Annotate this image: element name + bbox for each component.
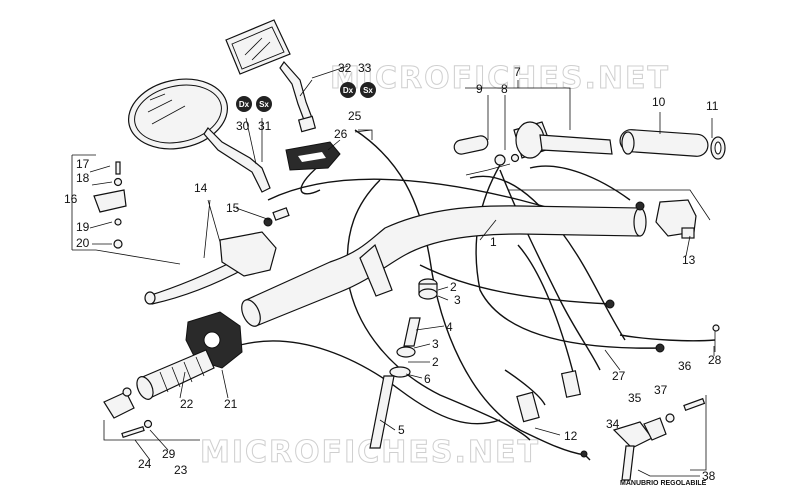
right-switch-housing xyxy=(635,199,697,239)
callout-27: 27 xyxy=(612,369,626,383)
left-grip xyxy=(136,349,215,400)
callout-14: 14 xyxy=(194,181,208,195)
callout-23: 23 xyxy=(174,463,188,477)
callout-4: 4 xyxy=(446,320,453,334)
callout-29: 29 xyxy=(162,447,176,461)
callout-3b: 3 xyxy=(432,337,439,351)
callout-25: 25 xyxy=(348,109,362,123)
callout-2b: 2 xyxy=(432,355,439,369)
callout-2a: 2 xyxy=(450,280,457,294)
callout-19: 19 xyxy=(76,220,90,234)
callout-15: 15 xyxy=(226,201,240,215)
callout-16: 16 xyxy=(64,192,78,206)
callout-26: 26 xyxy=(334,127,348,141)
callout-22: 22 xyxy=(180,397,194,411)
callout-12: 12 xyxy=(564,429,578,443)
side-badges: Dx Sx Dx Sx xyxy=(236,82,376,112)
adjuster-kit xyxy=(612,324,720,481)
watermark-bottom: MICROFICHES.NET xyxy=(200,435,540,470)
clutch-lever xyxy=(144,207,290,305)
watermark-top: MICROFICHES.NET xyxy=(330,61,670,96)
callout-31: 31 xyxy=(258,119,272,133)
connectors xyxy=(516,299,665,458)
callout-6: 6 xyxy=(424,372,431,386)
callout-13: 13 xyxy=(682,253,696,267)
callout-37: 37 xyxy=(654,383,668,397)
callout-21: 21 xyxy=(224,397,238,411)
bar-end-weight xyxy=(103,387,200,441)
control-cables xyxy=(239,129,716,461)
leader-lines xyxy=(89,65,715,477)
callout-9: 9 xyxy=(476,82,483,96)
badge-right-right-mirror: Dx xyxy=(343,86,354,95)
badge-left-right-mirror: Sx xyxy=(363,86,373,95)
callout-24: 24 xyxy=(138,457,152,471)
callout-1: 1 xyxy=(490,235,497,249)
callout-33: 33 xyxy=(358,61,372,75)
riser-hardware xyxy=(369,278,438,449)
callout-34: 34 xyxy=(606,417,620,431)
callout-38: 38 xyxy=(702,469,716,483)
callout-28: 28 xyxy=(708,353,722,367)
throttle-assembly xyxy=(453,121,726,176)
callout-18: 18 xyxy=(76,171,90,185)
mirror-rect xyxy=(225,19,317,133)
callout-35: 35 xyxy=(628,391,642,405)
callout-labels: 1 2 3 4 3 2 6 5 7 8 9 10 11 12 13 14 15 … xyxy=(64,61,722,483)
note-manubrio-regolabile: MANUBRIO REGOLABILE xyxy=(620,480,707,487)
callout-7: 7 xyxy=(514,65,521,79)
handlebar-tube xyxy=(241,205,647,327)
callout-36: 36 xyxy=(678,359,692,373)
callout-30: 30 xyxy=(236,119,250,133)
badge-right-left-mirror: Dx xyxy=(239,100,250,109)
callout-10: 10 xyxy=(652,95,666,109)
callout-3a: 3 xyxy=(454,293,461,307)
mirror-oval xyxy=(127,78,271,193)
callout-20: 20 xyxy=(76,236,90,250)
mirror-bracket xyxy=(285,141,341,171)
callout-32: 32 xyxy=(338,61,352,75)
callout-11: 11 xyxy=(706,99,719,113)
callout-5: 5 xyxy=(398,423,405,437)
lever-pivot-kit xyxy=(71,154,181,265)
badge-left-left-mirror: Sx xyxy=(259,100,269,109)
callout-17: 17 xyxy=(76,157,90,171)
callout-8: 8 xyxy=(501,82,508,96)
